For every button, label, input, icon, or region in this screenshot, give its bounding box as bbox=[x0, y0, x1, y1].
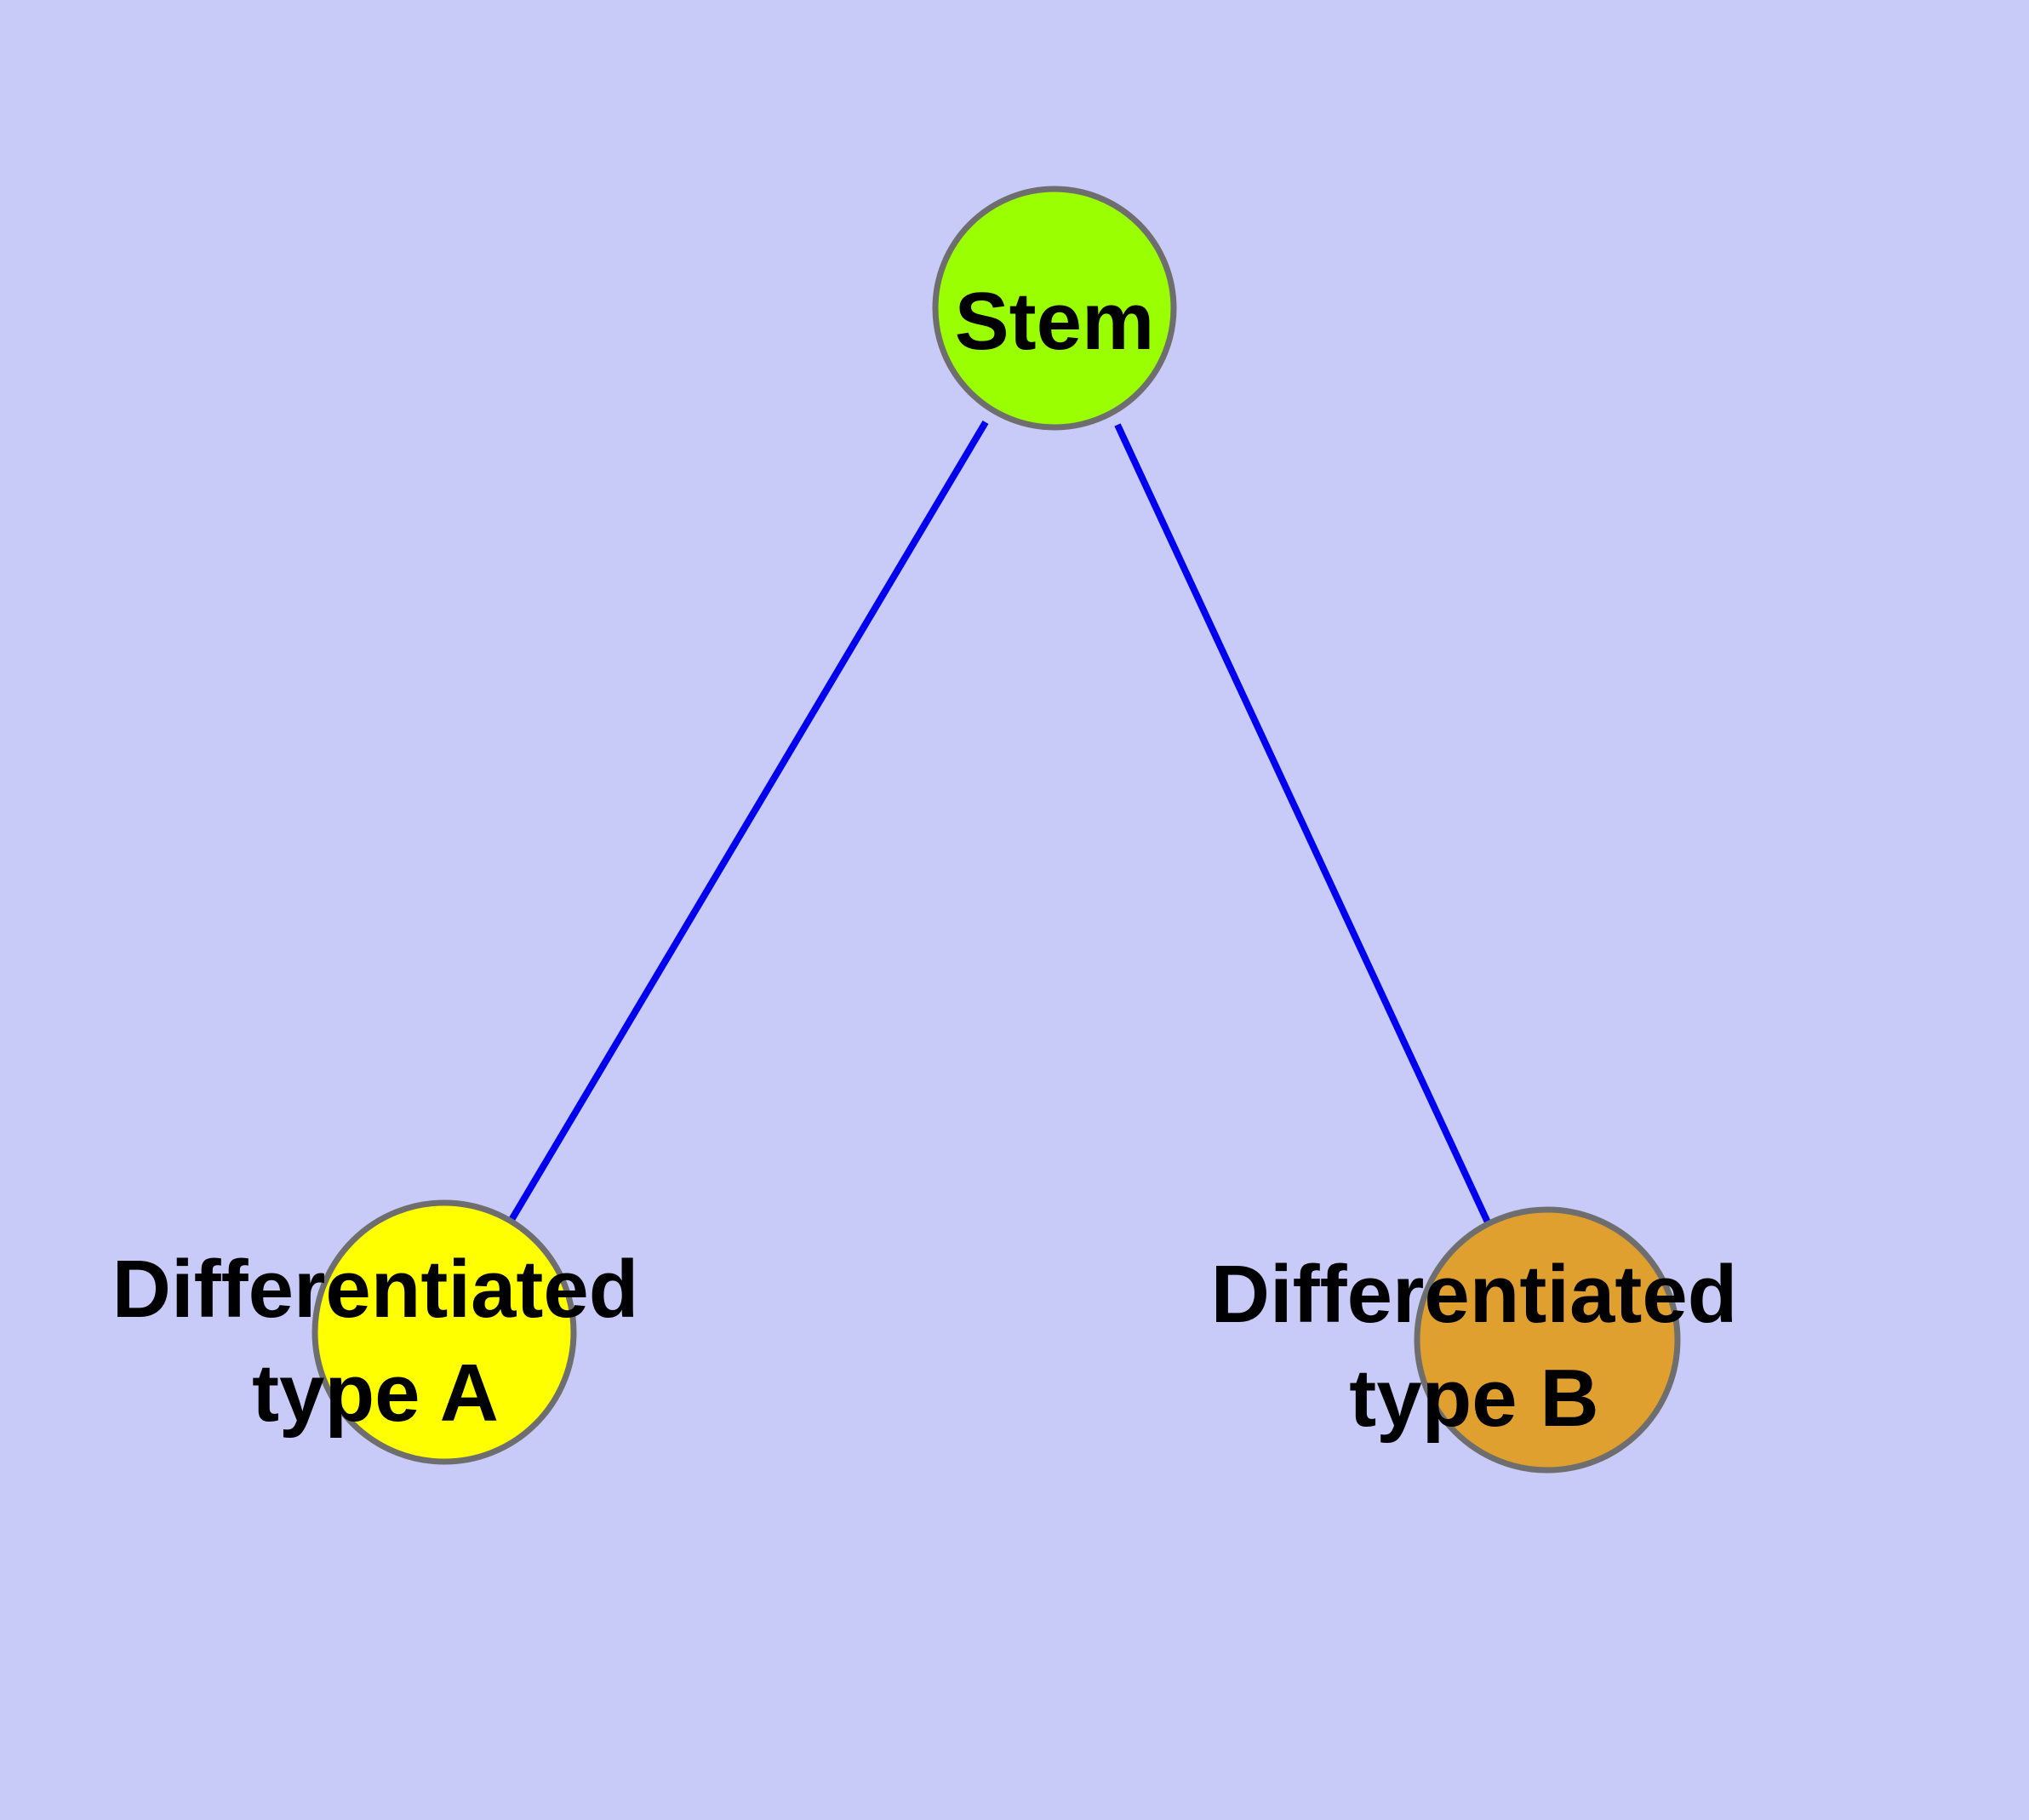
node-stem[interactable] bbox=[932, 186, 1177, 431]
node-label-stem: Stem bbox=[955, 276, 1155, 367]
nodes-layer bbox=[311, 186, 1681, 1474]
node-label-line: Differentiated bbox=[1211, 1249, 1738, 1340]
node-label-line: Stem bbox=[955, 276, 1155, 367]
node-label-line: Differentiated bbox=[112, 1244, 639, 1335]
node-label-line: type A bbox=[252, 1348, 499, 1439]
node-label-diff-b: Differentiated type B bbox=[1211, 1249, 1738, 1444]
node-diff-a[interactable] bbox=[311, 1199, 577, 1465]
edges-layer bbox=[508, 420, 1492, 1226]
node-label-line: type B bbox=[1349, 1353, 1598, 1444]
node-diff-b[interactable] bbox=[1414, 1206, 1681, 1474]
edge-stem-to-diff-a[interactable] bbox=[508, 420, 989, 1222]
node-label-diff-a: Differentiated type A bbox=[112, 1244, 639, 1439]
edge-stem-to-diff-b[interactable] bbox=[1114, 423, 1492, 1226]
